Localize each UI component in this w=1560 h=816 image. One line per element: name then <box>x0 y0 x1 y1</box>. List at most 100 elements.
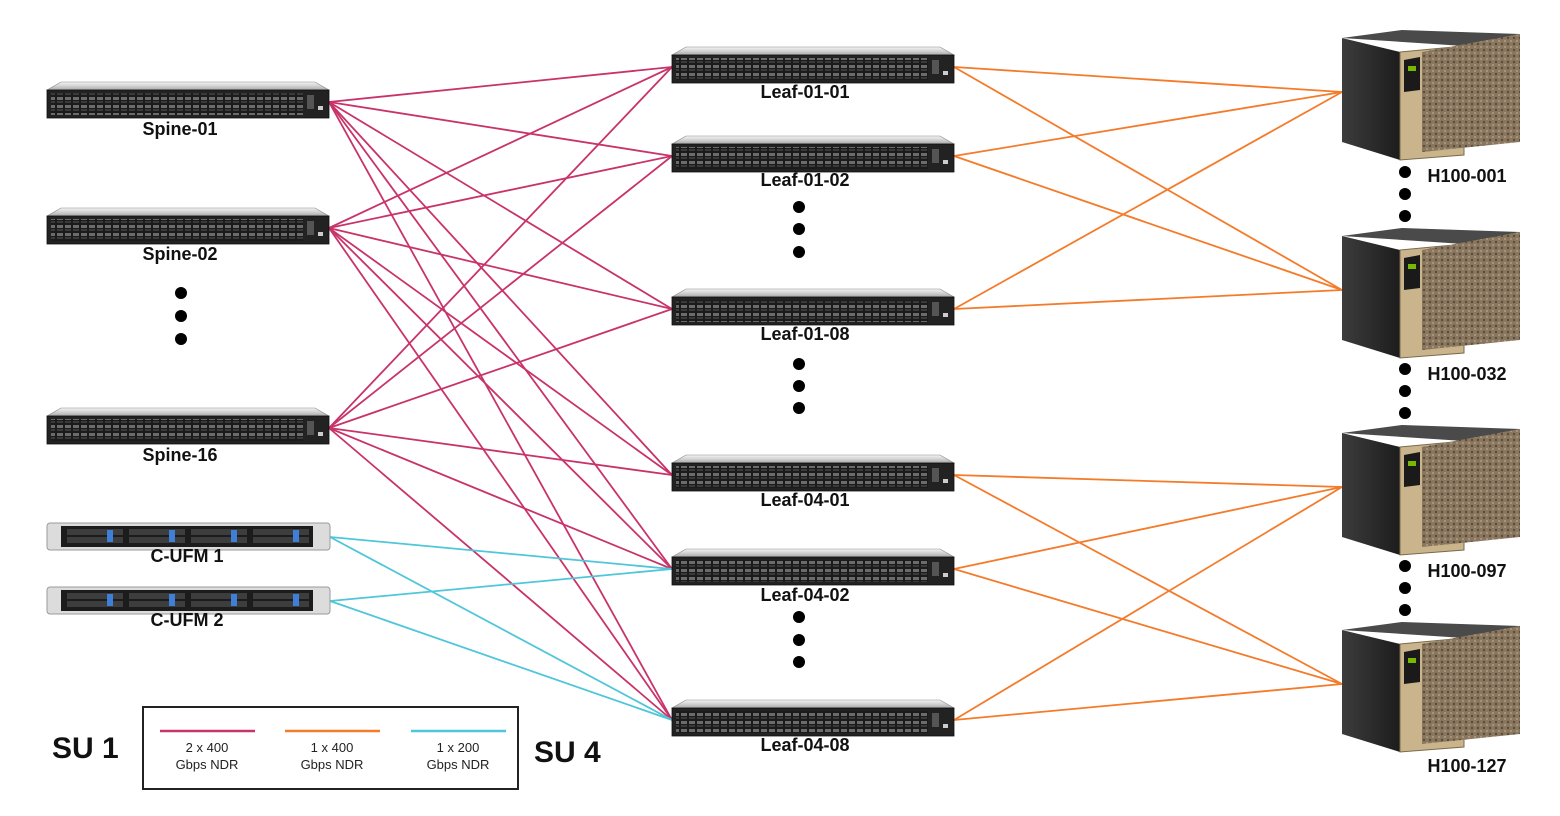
leaf-ellipsis-dot <box>793 246 805 258</box>
spine-leaf-link <box>328 101 673 310</box>
spine-leaf-link <box>328 227 673 570</box>
ufm-server <box>46 522 331 551</box>
leaf-label: Leaf-01-01 <box>760 82 849 102</box>
leaf-ellipsis-dot <box>793 358 805 370</box>
spine-leaf-link <box>328 427 673 570</box>
leaf-server-link <box>953 486 1343 570</box>
ufm-server <box>46 586 331 615</box>
spine-leaf-link <box>328 227 673 310</box>
spine-switch <box>45 81 331 119</box>
server-ellipsis-dot <box>1399 385 1411 397</box>
spine-leaf-link <box>328 66 673 429</box>
spine-label: Spine-16 <box>142 445 217 465</box>
leaf-ellipsis-dot <box>793 656 805 668</box>
leaf-server-link <box>953 155 1343 291</box>
leaf-ellipsis-dot <box>793 380 805 392</box>
legend-line1: 1 x 200 <box>437 740 480 755</box>
leaf-server-link <box>953 66 1343 291</box>
server-label: H100-001 <box>1427 166 1506 186</box>
spine-ellipsis-dot <box>175 333 187 345</box>
spine-switch <box>45 407 331 445</box>
spine-leaf-link <box>328 101 673 570</box>
spine-leaf-link <box>328 66 673 229</box>
server-ellipsis-dot <box>1399 582 1411 594</box>
leaf-switch <box>670 46 956 84</box>
server-ellipsis-dot <box>1399 363 1411 375</box>
leaf-server-link <box>953 568 1343 685</box>
leaf-server-link <box>953 474 1343 488</box>
spine-leaf-link <box>328 66 673 103</box>
server-ellipsis-dot <box>1399 407 1411 419</box>
leaf-switch <box>670 288 956 326</box>
leaf-server-link <box>953 91 1343 157</box>
spine-leaf-link <box>328 427 673 476</box>
ufm-label: C-UFM 2 <box>151 610 224 630</box>
legend-line1: 1 x 400 <box>311 740 354 755</box>
leaf-ellipsis-dot <box>793 402 805 414</box>
leaf-ellipsis-dot <box>793 634 805 646</box>
server-ellipsis-dot <box>1399 166 1411 178</box>
leaf-label: Leaf-01-08 <box>760 324 849 344</box>
h100-server <box>1342 30 1520 161</box>
leaf-switch <box>670 454 956 492</box>
leaf-server-link <box>953 683 1343 721</box>
spine-leaf-link <box>328 227 673 721</box>
spine-leaf-link <box>328 101 673 476</box>
leaf-ellipsis-dot <box>793 201 805 213</box>
spine-leaf-link <box>328 308 673 429</box>
legend-line2: Gbps NDR <box>176 757 239 772</box>
legend-line2: Gbps NDR <box>427 757 490 772</box>
leaf-server-link <box>953 486 1343 721</box>
leaf-switch <box>670 699 956 737</box>
h100-server <box>1342 425 1520 556</box>
ufm-leaf-link <box>329 568 673 602</box>
spine-leaf-link <box>328 155 673 229</box>
leaf-server-link <box>953 91 1343 310</box>
leaf-ellipsis-dot <box>793 611 805 623</box>
leaf-label: Leaf-01-02 <box>760 170 849 190</box>
legend-box <box>142 706 519 790</box>
server-ellipsis-dot <box>1399 210 1411 222</box>
server-label: H100-097 <box>1427 561 1506 581</box>
ufm-leaf-link <box>329 600 673 721</box>
su-left-label: SU 1 <box>52 732 119 765</box>
spine-leaf-link <box>328 155 673 429</box>
leaf-switch <box>670 548 956 586</box>
spine-leaf-link <box>328 101 673 721</box>
leaf-server-link <box>953 474 1343 685</box>
spine-label: Spine-01 <box>142 119 217 139</box>
spine-switch <box>45 207 331 245</box>
spine-leaf-link <box>328 427 673 721</box>
leaf-ellipsis-dot <box>793 223 805 235</box>
h100-server <box>1342 622 1520 753</box>
server-ellipsis-dot <box>1399 188 1411 200</box>
legend-line1: 2 x 400 <box>186 740 229 755</box>
su-right-label: SU 4 <box>534 736 601 769</box>
leaf-switch <box>670 135 956 173</box>
server-label: H100-032 <box>1427 364 1506 384</box>
spine-ellipsis-dot <box>175 310 187 322</box>
ufm-leaf-link <box>329 536 673 570</box>
h100-server <box>1342 228 1520 359</box>
ufm-leaf-link <box>329 536 673 721</box>
server-ellipsis-dot <box>1399 560 1411 572</box>
ellipsis-layer <box>175 166 1411 668</box>
leaf-server-link <box>953 289 1343 310</box>
leaf-label: Leaf-04-02 <box>760 585 849 605</box>
spine-leaf-link <box>328 101 673 157</box>
spine-leaf-link <box>328 227 673 476</box>
leaf-label: Leaf-04-01 <box>760 490 849 510</box>
server-label: H100-127 <box>1427 756 1506 776</box>
spine-label: Spine-02 <box>142 244 217 264</box>
legend-line2: Gbps NDR <box>301 757 364 772</box>
leaf-server-link <box>953 66 1343 93</box>
links-layer <box>328 66 1343 721</box>
server-ellipsis-dot <box>1399 604 1411 616</box>
ufm-label: C-UFM 1 <box>151 546 224 566</box>
leaf-label: Leaf-04-08 <box>760 735 849 755</box>
spine-ellipsis-dot <box>175 287 187 299</box>
